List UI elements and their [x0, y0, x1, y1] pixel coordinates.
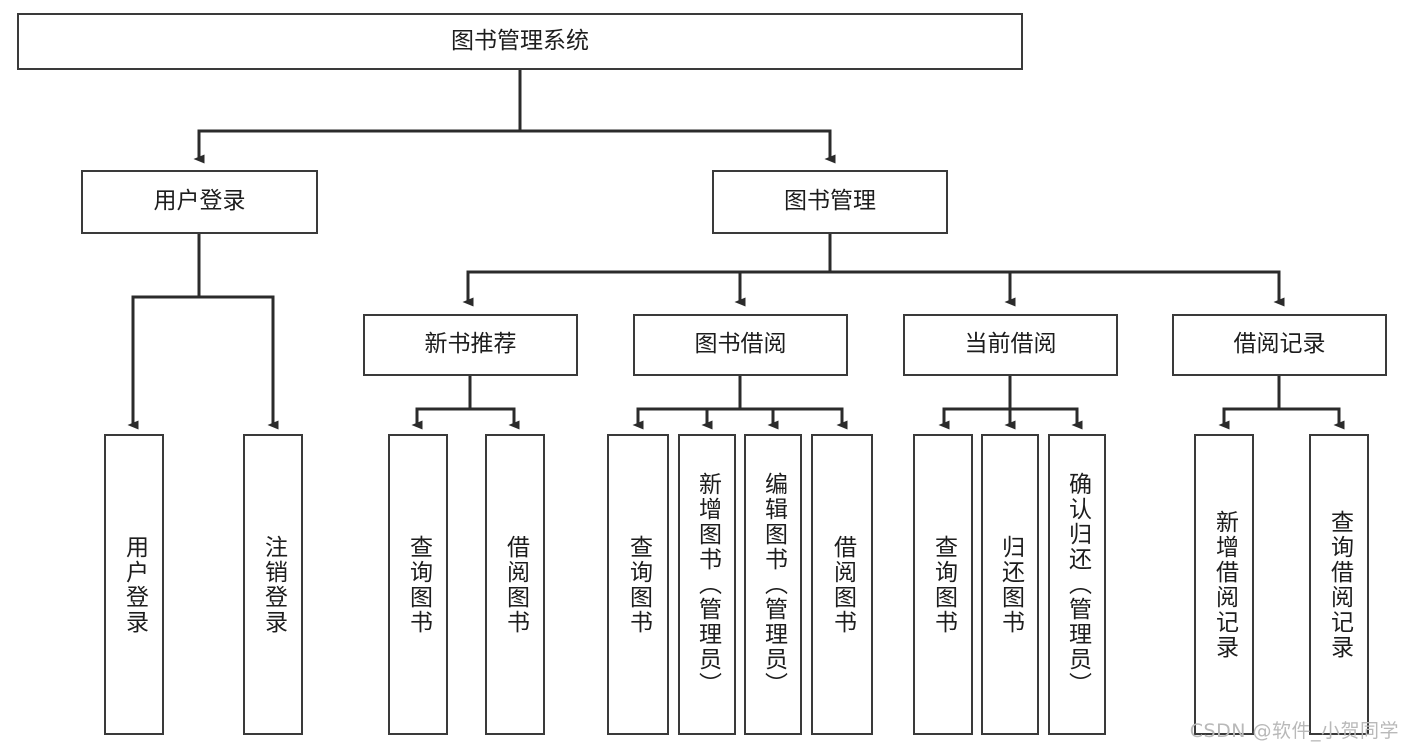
- node-book-borrow-label: 图书借阅: [694, 331, 787, 358]
- node-book-manage[interactable]: 图书管理: [712, 170, 948, 234]
- node-leaf-logout-login[interactable]: 注销登录: [243, 434, 303, 735]
- node-leaf-query-record-label: 查询借阅记录: [1326, 509, 1353, 660]
- node-user-login[interactable]: 用户登录: [81, 170, 318, 234]
- node-leaf-edit-book[interactable]: 编辑图书（管理员）: [744, 434, 802, 735]
- node-leaf-borrow-book-1[interactable]: 借阅图书: [485, 434, 545, 735]
- node-book-borrow[interactable]: 图书借阅: [633, 314, 848, 376]
- node-leaf-user-login[interactable]: 用户登录: [104, 434, 164, 735]
- node-root[interactable]: 图书管理系统: [17, 13, 1023, 70]
- node-new-book-recommend[interactable]: 新书推荐: [363, 314, 578, 376]
- node-leaf-query-record[interactable]: 查询借阅记录: [1309, 434, 1369, 735]
- node-leaf-query-book-2[interactable]: 查询图书: [607, 434, 669, 735]
- node-leaf-add-book[interactable]: 新增图书（管理员）: [678, 434, 736, 735]
- node-leaf-query-book-2-label: 查询图书: [625, 534, 652, 635]
- node-leaf-edit-book-label: 编辑图书（管理员）: [760, 472, 787, 697]
- node-leaf-query-book-1[interactable]: 查询图书: [388, 434, 448, 735]
- node-leaf-borrow-book-2-label: 借阅图书: [829, 534, 856, 635]
- node-borrow-record-label: 借阅记录: [1233, 331, 1326, 358]
- node-leaf-confirm-return-label: 确认归还（管理员）: [1064, 472, 1091, 697]
- node-leaf-confirm-return[interactable]: 确认归还（管理员）: [1048, 434, 1106, 735]
- node-leaf-borrow-book-2[interactable]: 借阅图书: [811, 434, 873, 735]
- node-leaf-add-record-label: 新增借阅记录: [1211, 509, 1238, 660]
- node-root-label: 图书管理系统: [451, 27, 589, 54]
- node-borrow-record[interactable]: 借阅记录: [1172, 314, 1387, 376]
- node-book-manage-label: 图书管理: [784, 188, 876, 215]
- node-leaf-add-record[interactable]: 新增借阅记录: [1194, 434, 1254, 735]
- node-leaf-return-book-label: 归还图书: [997, 534, 1024, 635]
- node-leaf-user-login-label: 用户登录: [121, 534, 148, 635]
- node-leaf-query-book-1-label: 查询图书: [405, 534, 432, 635]
- csdn-watermark: CSDN @软件_小贺同学: [1189, 720, 1399, 742]
- node-leaf-return-book[interactable]: 归还图书: [981, 434, 1039, 735]
- node-leaf-query-book-3-label: 查询图书: [930, 534, 957, 635]
- node-new-book-recommend-label: 新书推荐: [424, 331, 517, 358]
- node-user-login-label: 用户登录: [153, 188, 246, 215]
- node-current-borrow-label: 当前借阅: [964, 331, 1057, 358]
- node-current-borrow[interactable]: 当前借阅: [903, 314, 1118, 376]
- node-leaf-logout-login-label: 注销登录: [260, 534, 287, 635]
- node-leaf-query-book-3[interactable]: 查询图书: [913, 434, 973, 735]
- node-leaf-borrow-book-1-label: 借阅图书: [502, 534, 529, 635]
- node-leaf-add-book-label: 新增图书（管理员）: [694, 472, 721, 697]
